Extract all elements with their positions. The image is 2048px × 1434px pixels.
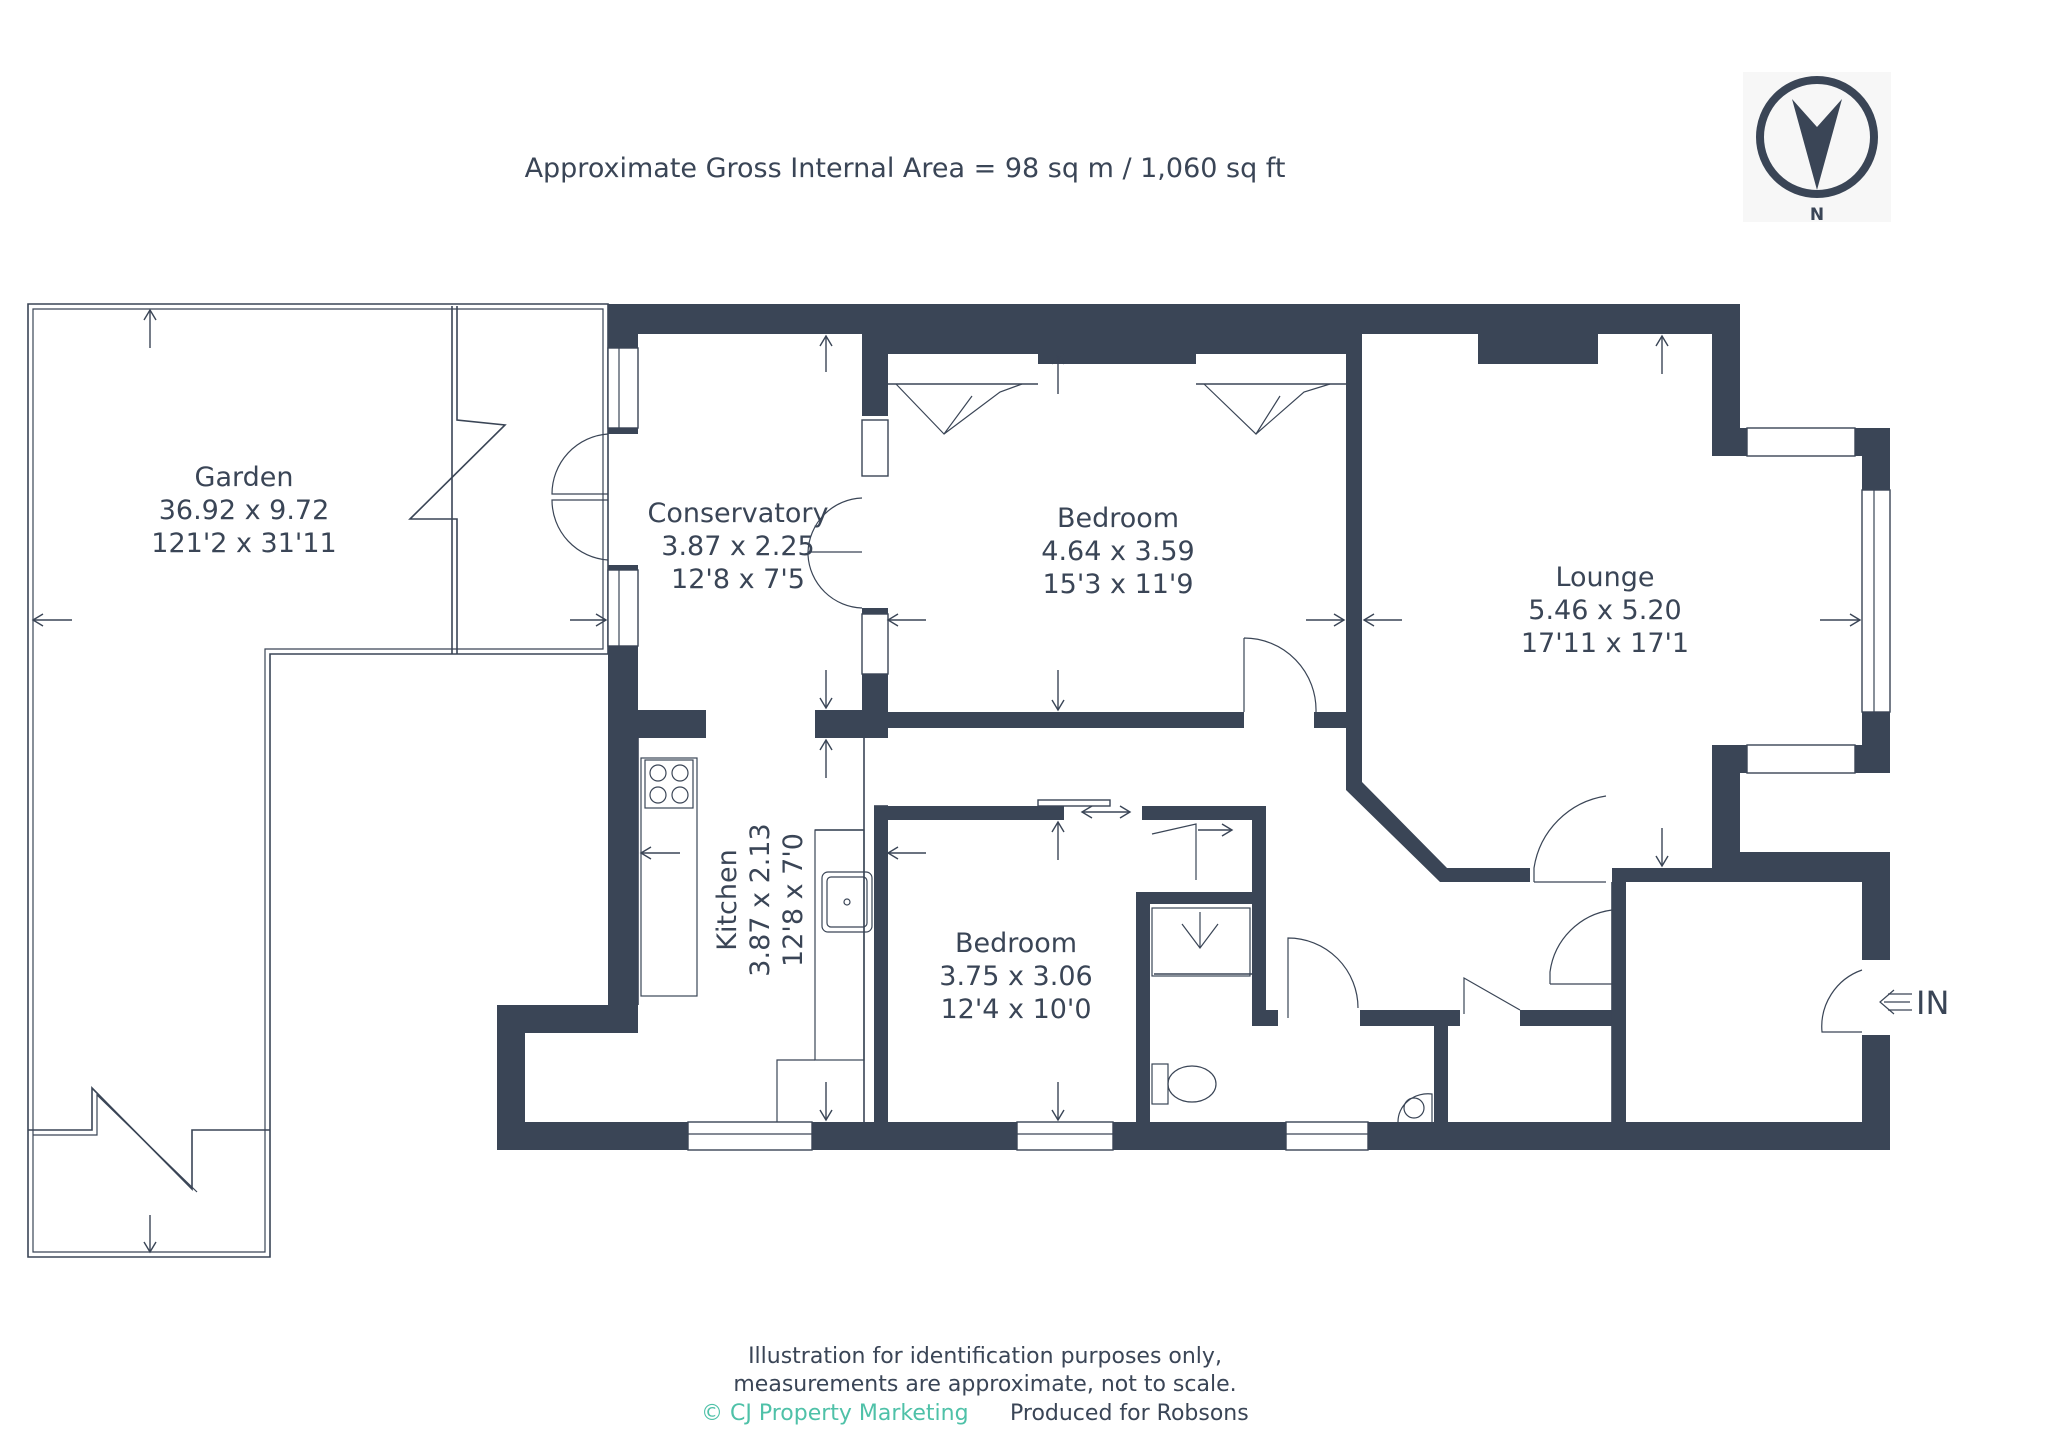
produced-for-text: Produced for Robsons xyxy=(1010,1401,1249,1426)
entrance-arrow-icon xyxy=(1879,989,1912,1015)
room-imperial: 15'3 x 11'9 xyxy=(1042,569,1193,600)
room-metric: 4.64 x 3.59 xyxy=(1041,536,1194,567)
room-label-bedroom-2: Bedroom 3.75 x 3.06 12'4 x 10'0 xyxy=(939,928,1092,1025)
room-metric: 5.46 x 5.20 xyxy=(1528,595,1681,626)
gross-area-text: Approximate Gross Internal Area = 98 sq … xyxy=(525,153,1286,184)
room-name: Conservatory xyxy=(648,498,829,529)
room-name: Kitchen xyxy=(712,849,743,950)
room-name: Bedroom xyxy=(1057,503,1179,534)
doors xyxy=(551,383,1863,1033)
credit-text: © CJ Property Marketing xyxy=(701,1401,969,1426)
room-name: Garden xyxy=(195,462,294,493)
disclaimer-line-1: Illustration for identification purposes… xyxy=(748,1344,1222,1369)
windows xyxy=(607,347,1891,1151)
room-metric: 3.75 x 3.06 xyxy=(939,961,1092,992)
disclaimer-line-2: measurements are approximate, not to sca… xyxy=(733,1372,1236,1397)
room-label-bedroom-1: Bedroom 4.64 x 3.59 15'3 x 11'9 xyxy=(1041,503,1194,600)
room-name: Bedroom xyxy=(955,928,1077,959)
dimension-arrows xyxy=(31,308,1862,1254)
walls xyxy=(497,304,1890,1150)
room-metric: 3.87 x 2.13 xyxy=(745,823,776,976)
bathroom-fixtures xyxy=(1151,907,1433,1123)
room-label-lounge: Lounge 5.46 x 5.20 17'11 x 17'1 xyxy=(1521,562,1689,659)
room-metric: 36.92 x 9.72 xyxy=(159,495,330,526)
room-imperial: 12'4 x 10'0 xyxy=(940,994,1091,1025)
interior-lines xyxy=(637,734,1613,1122)
room-imperial: 12'8 x 7'0 xyxy=(778,833,809,967)
room-label-conservatory: Conservatory 3.87 x 2.25 12'8 x 7'5 xyxy=(648,498,829,595)
north-compass-icon: N xyxy=(1743,72,1891,225)
room-imperial: 17'11 x 17'1 xyxy=(1521,628,1689,659)
room-imperial: 121'2 x 31'11 xyxy=(151,528,336,559)
compass-letter: N xyxy=(1810,205,1824,225)
room-imperial: 12'8 x 7'5 xyxy=(671,564,805,595)
entrance-label: IN xyxy=(1916,984,1949,1022)
room-label-kitchen: Kitchen 3.87 x 2.13 12'8 x 7'0 xyxy=(712,823,809,976)
room-name: Lounge xyxy=(1555,562,1654,593)
room-metric: 3.87 x 2.25 xyxy=(661,531,814,562)
room-label-garden: Garden 36.92 x 9.72 121'2 x 31'11 xyxy=(151,462,336,559)
